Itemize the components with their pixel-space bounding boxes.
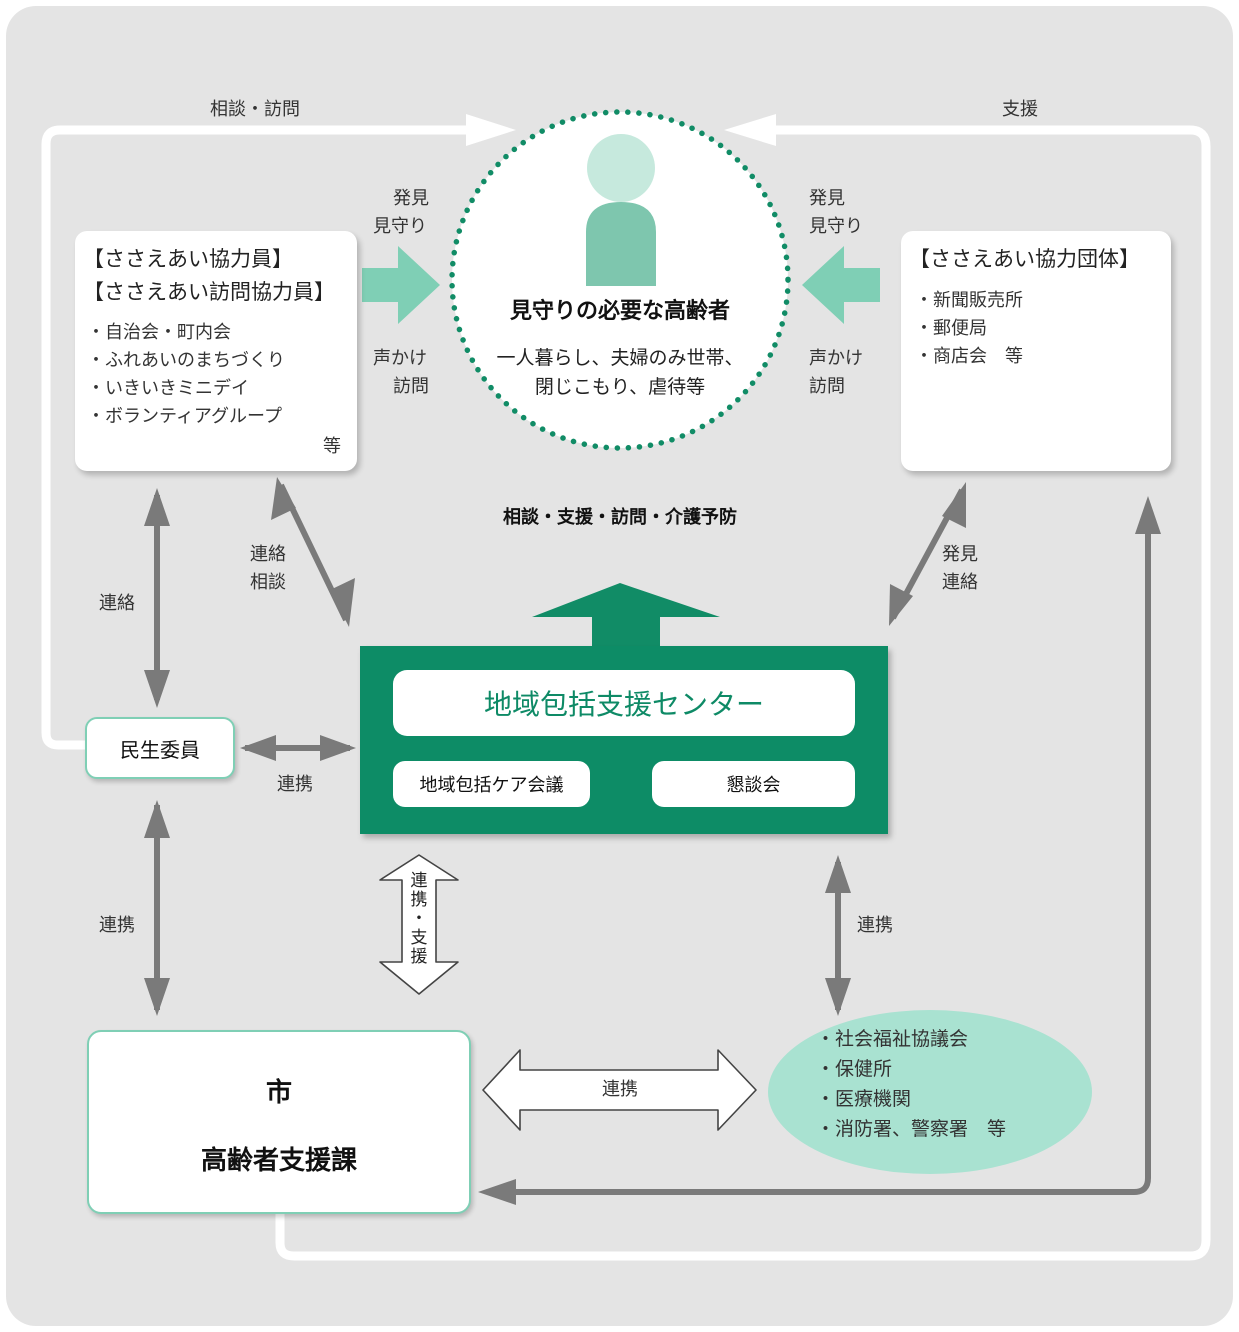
- elder-desc-line2: 閉じこもり、虐待等: [534, 376, 706, 398]
- hakken-renraku-label-2: 連絡: [942, 572, 978, 593]
- mimamori-label-right: 見守り: [809, 216, 863, 237]
- partners-item: ・社会福祉協議会: [816, 1028, 969, 1050]
- houmon-label-left: 訪問: [393, 376, 429, 397]
- konwakai-pill: 懇談会: [652, 761, 855, 807]
- renkei-shien-arrow: [379, 854, 459, 995]
- center-title: 地域包括支援センター: [483, 688, 764, 721]
- return-connector: [515, 530, 1151, 1195]
- partners-item: ・保健所: [816, 1058, 893, 1080]
- mimamori-arrow-right: [802, 246, 880, 324]
- renraku-left-arrowhead-top: [144, 488, 170, 526]
- koekake-label-right: 声かけ: [809, 348, 863, 369]
- left-box-suffix: 等: [323, 436, 341, 457]
- renkei-shien-char: 支: [410, 928, 428, 948]
- renkei-right-arrowhead-top: [825, 855, 851, 893]
- renkei-shien-label: 連 携 ・ 支 援: [408, 872, 430, 967]
- shien-arrowhead: [724, 114, 776, 146]
- elder-desc-line1: 一人暮らし、夫婦のみ世帯、: [496, 347, 744, 369]
- partners-list: ・社会福祉協議会 ・保健所 ・医療機関 ・消防署、警察署 等: [816, 1024, 1006, 1144]
- partners-item: ・医療機関: [816, 1088, 912, 1110]
- renkei-minsei-arrowhead-left: [240, 735, 276, 761]
- minsei-iin-box: 民生委員: [85, 717, 235, 779]
- city-office-box: 市 高齢者支援課: [87, 1030, 471, 1214]
- right-box-item: ・商店会 等: [915, 346, 1023, 367]
- shien-connector: [275, 125, 1211, 1261]
- renraku-soudan-arrowhead-top: [271, 477, 296, 520]
- shien-label: 支援: [1002, 99, 1038, 120]
- city-department-label: 高齢者支援課: [200, 1146, 357, 1176]
- mimamori-label-left: 見守り: [373, 216, 427, 237]
- sasaeai-member-box: 【ささえあい協力員】 【ささえあい訪問協力員】 ・自治会・町内会 ・ふれあいのま…: [75, 231, 357, 471]
- renraku-soudan-label-1: 連絡: [250, 544, 286, 565]
- renkei-shien-char: 携: [410, 890, 428, 910]
- hakken-label-right: 発見: [809, 188, 845, 209]
- left-box-item: ・ふれあいのまちづくり: [87, 350, 285, 371]
- partners-item: ・消防署、警察署 等: [816, 1118, 1007, 1140]
- center-title-pill: 地域包括支援センター: [393, 670, 855, 736]
- hakken-renraku-label-1: 発見: [942, 544, 978, 565]
- renkei-left-label: 連携: [99, 915, 135, 936]
- renraku-left-arrowhead-bottom: [144, 670, 170, 708]
- hakken-label-left: 発見: [393, 188, 429, 209]
- care-meeting-label: 地域包括ケア会議: [419, 775, 564, 796]
- partners-ellipse: [768, 1010, 1092, 1174]
- renkei-minsei-arrowhead-right: [320, 735, 356, 761]
- mimamori-arrow-left: [362, 246, 440, 324]
- soudan-houmon-label: 相談・訪問: [210, 99, 300, 120]
- renkei-shien-char: 援: [410, 947, 428, 967]
- right-box-item: ・郵便局: [915, 318, 987, 339]
- return-arrowhead-down: [1135, 496, 1161, 534]
- renraku-soudan-arrowhead-bottom: [330, 578, 355, 627]
- renkei-left-arrowhead-bottom: [144, 978, 170, 1016]
- return-arrowhead-left: [478, 1179, 516, 1205]
- left-box-item: ・自治会・町内会: [87, 322, 231, 343]
- houmon-label-right: 訪問: [809, 376, 845, 397]
- minsei-iin-label: 民生委員: [120, 737, 200, 762]
- renraku-label-left: 連絡: [99, 593, 135, 614]
- right-box-item: ・新聞販売所: [915, 290, 1023, 311]
- soudan-houmon-arrowhead: [466, 114, 516, 146]
- right-box-title: 【ささえあい協力団体】: [909, 247, 1140, 271]
- person-silhouette-icon: [586, 134, 656, 286]
- service-up-arrow: [532, 583, 720, 648]
- left-box-title-2: 【ささえあい訪問協力員】: [83, 280, 335, 304]
- upward-services-label: 相談・支援・訪問・介護予防: [503, 507, 737, 528]
- konwakai-label: 懇談会: [726, 775, 781, 796]
- city-label: 市: [265, 1078, 292, 1108]
- left-box-item: ・ボランティアグループ: [87, 406, 282, 427]
- renkei-minsei-label: 連携: [277, 774, 313, 795]
- elder-title: 見守りの必要な高齢者: [509, 299, 730, 324]
- soudan-houmon-connector: [41, 125, 470, 750]
- left-box-item: ・いきいきミニデイ: [87, 378, 249, 399]
- renkei-shien-char: 連: [410, 871, 428, 891]
- renkei-bottom-arrow: [482, 1049, 757, 1131]
- renkei-right-label: 連携: [857, 915, 893, 936]
- renraku-soudan-label-2: 相談: [250, 572, 286, 593]
- renkei-bottom-label: 連携: [602, 1079, 638, 1100]
- renkei-left-arrowhead-top: [144, 800, 170, 838]
- renkei-right-arrowhead-bottom: [825, 978, 851, 1016]
- hakken-renraku-arrowhead-top: [942, 482, 966, 528]
- care-meeting-pill: 地域包括ケア会議: [393, 761, 590, 807]
- sasaeai-organization-box: 【ささえあい協力団体】 ・新聞販売所 ・郵便局 ・商店会 等: [901, 231, 1171, 471]
- left-box-title-1: 【ささえあい協力員】: [83, 247, 293, 271]
- hakken-renraku-arrowhead-bottom: [889, 584, 913, 626]
- renkei-shien-char: ・: [410, 909, 428, 929]
- koekake-label-left: 声かけ: [373, 348, 427, 369]
